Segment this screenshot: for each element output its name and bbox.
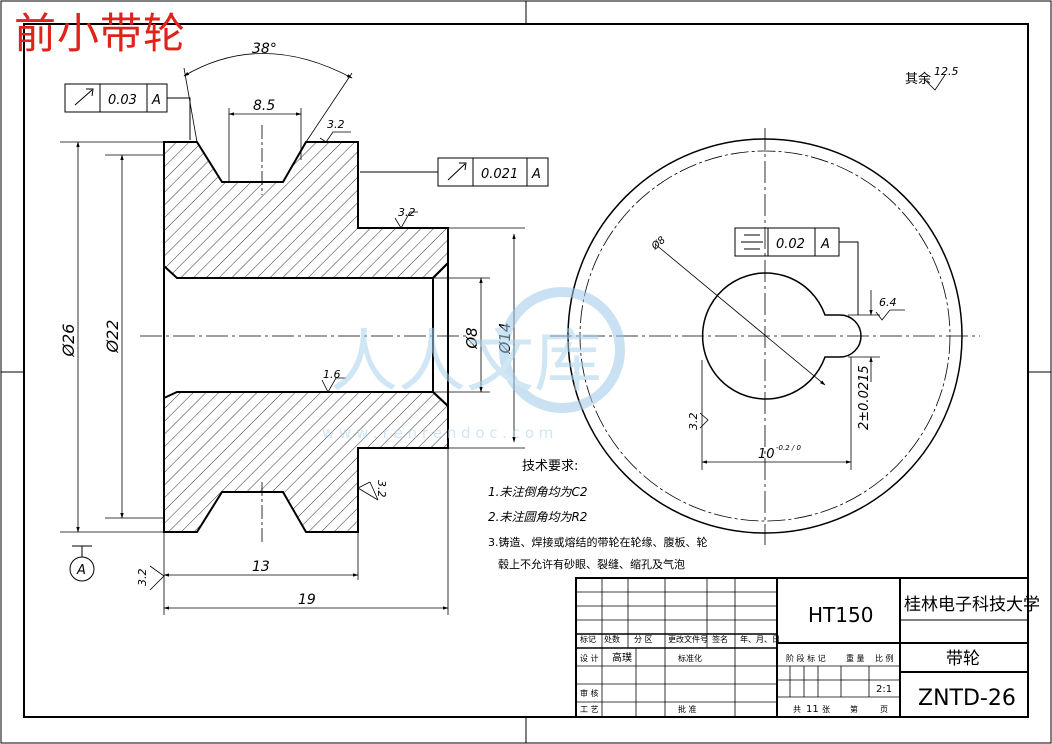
bore-dim: Ø8: [648, 234, 667, 253]
rough-r1: 3.2: [327, 118, 345, 131]
dim-len19: 19: [298, 592, 316, 608]
tb-h-mark: 标记: [580, 634, 596, 644]
note-2: 2.未注圆角均为R2: [488, 510, 587, 524]
symmetry-datum: A: [820, 237, 830, 252]
rough-r3: 1.6: [323, 368, 341, 381]
tb-h-zone: 分 区: [634, 635, 653, 644]
tb-sheet-label: 第: [850, 704, 858, 714]
rough-r5: 3.2: [136, 569, 149, 587]
runout2-datum: A: [531, 167, 541, 182]
note-3a: 3.铸造、焊接或熔结的带轮在轮缘、腹板、轮: [488, 535, 708, 549]
runout2-value: 0.021: [481, 167, 518, 182]
tb-h-date: 年、月、日: [740, 634, 780, 644]
dim-d8: Ø8: [463, 327, 481, 349]
tb-material: HT150: [808, 603, 873, 627]
tb-designer: 高璞: [612, 651, 632, 664]
rough-r2: 3.2: [398, 206, 416, 219]
note-1: 1.未注倒角均为C2: [488, 485, 587, 499]
runout1-datum: A: [151, 93, 161, 108]
dim-groove-width: 8.5: [253, 98, 275, 114]
watermark: 人人文库 w w w . r e n r e n d o c . c o m: [322, 287, 625, 442]
tb-scale: 2:1: [876, 684, 892, 695]
tb-h-docno: 更改文件号: [668, 634, 708, 644]
tb-h-sign: 签名: [712, 634, 728, 644]
dim-angle: 38°: [252, 41, 277, 57]
tb-standard-label: 标准化: [678, 653, 702, 663]
tb-total-value: 11: [806, 704, 819, 715]
section-view: 38° 8.5 Ø26 Ø22 Ø8 Ø14 13 19: [59, 41, 549, 615]
drawing-title: 前小带轮: [14, 9, 187, 58]
note-3b: 毂上不允许有砂眼、裂缝、缩孔及气泡: [498, 557, 685, 571]
tb-scale-label: 比 例: [875, 653, 894, 663]
runout1-value: 0.03: [108, 93, 137, 108]
watermark-text: 人人文库: [330, 323, 602, 402]
rough-r4: 3.2: [375, 480, 388, 498]
rough-r7: 6.4: [879, 296, 897, 309]
tb-part-name: 带轮: [946, 649, 980, 669]
tb-sheet-unit: 页: [880, 705, 888, 714]
tb-weight: 重 量: [846, 653, 865, 663]
key-width-dim: 2±0.0215: [857, 365, 872, 430]
tb-process-label: 工 艺: [580, 705, 599, 714]
title-block: [575, 577, 1029, 718]
dim-d26: Ø26: [59, 324, 78, 358]
technical-notes: 技术要求: 1.未注倒角均为C2 2.未注圆角均为R2 3.铸造、焊接或熔结的带…: [488, 459, 708, 571]
title-block-text: 标记 处数 分 区 更改文件号 签名 年、月、日 设 计 高璞 标准化 阶 段 …: [580, 595, 1040, 715]
tb-review-label: 审 核: [580, 688, 599, 698]
end-view: Ø8 2±0.0215 10 -0.2 / 0 0.02 A 6.4 3.2: [550, 65, 980, 545]
notes-heading: 技术要求:: [522, 459, 578, 474]
tb-total-unit: 张: [822, 705, 830, 714]
rough-rest-label: 其余: [905, 71, 931, 87]
dim-len13: 13: [252, 559, 270, 575]
tb-h-count: 处数: [604, 634, 620, 644]
tb-school: 桂林电子科技大学: [904, 595, 1040, 615]
symmetry-value: 0.02: [776, 237, 805, 252]
tb-drawing-no: ZNTD-26: [918, 686, 1016, 711]
watermark-url: w w w . r e n r e n d o c . c o m: [322, 424, 553, 442]
tb-stage: 阶 段 标 记: [786, 653, 826, 663]
tb-approve-label: 批 准: [678, 704, 697, 714]
datum-a-label: A: [76, 563, 86, 578]
rough-rest-value: 12.5: [934, 65, 959, 78]
key-depth-dim: 10: [758, 447, 775, 462]
tb-design-label: 设 计: [580, 653, 599, 663]
hatch-lower: [163, 391, 449, 533]
dim-d22: Ø22: [103, 320, 122, 354]
key-depth-tol: -0.2 / 0: [776, 444, 801, 452]
rough-r6: 3.2: [687, 413, 700, 431]
tb-total-label: 共: [793, 705, 801, 714]
